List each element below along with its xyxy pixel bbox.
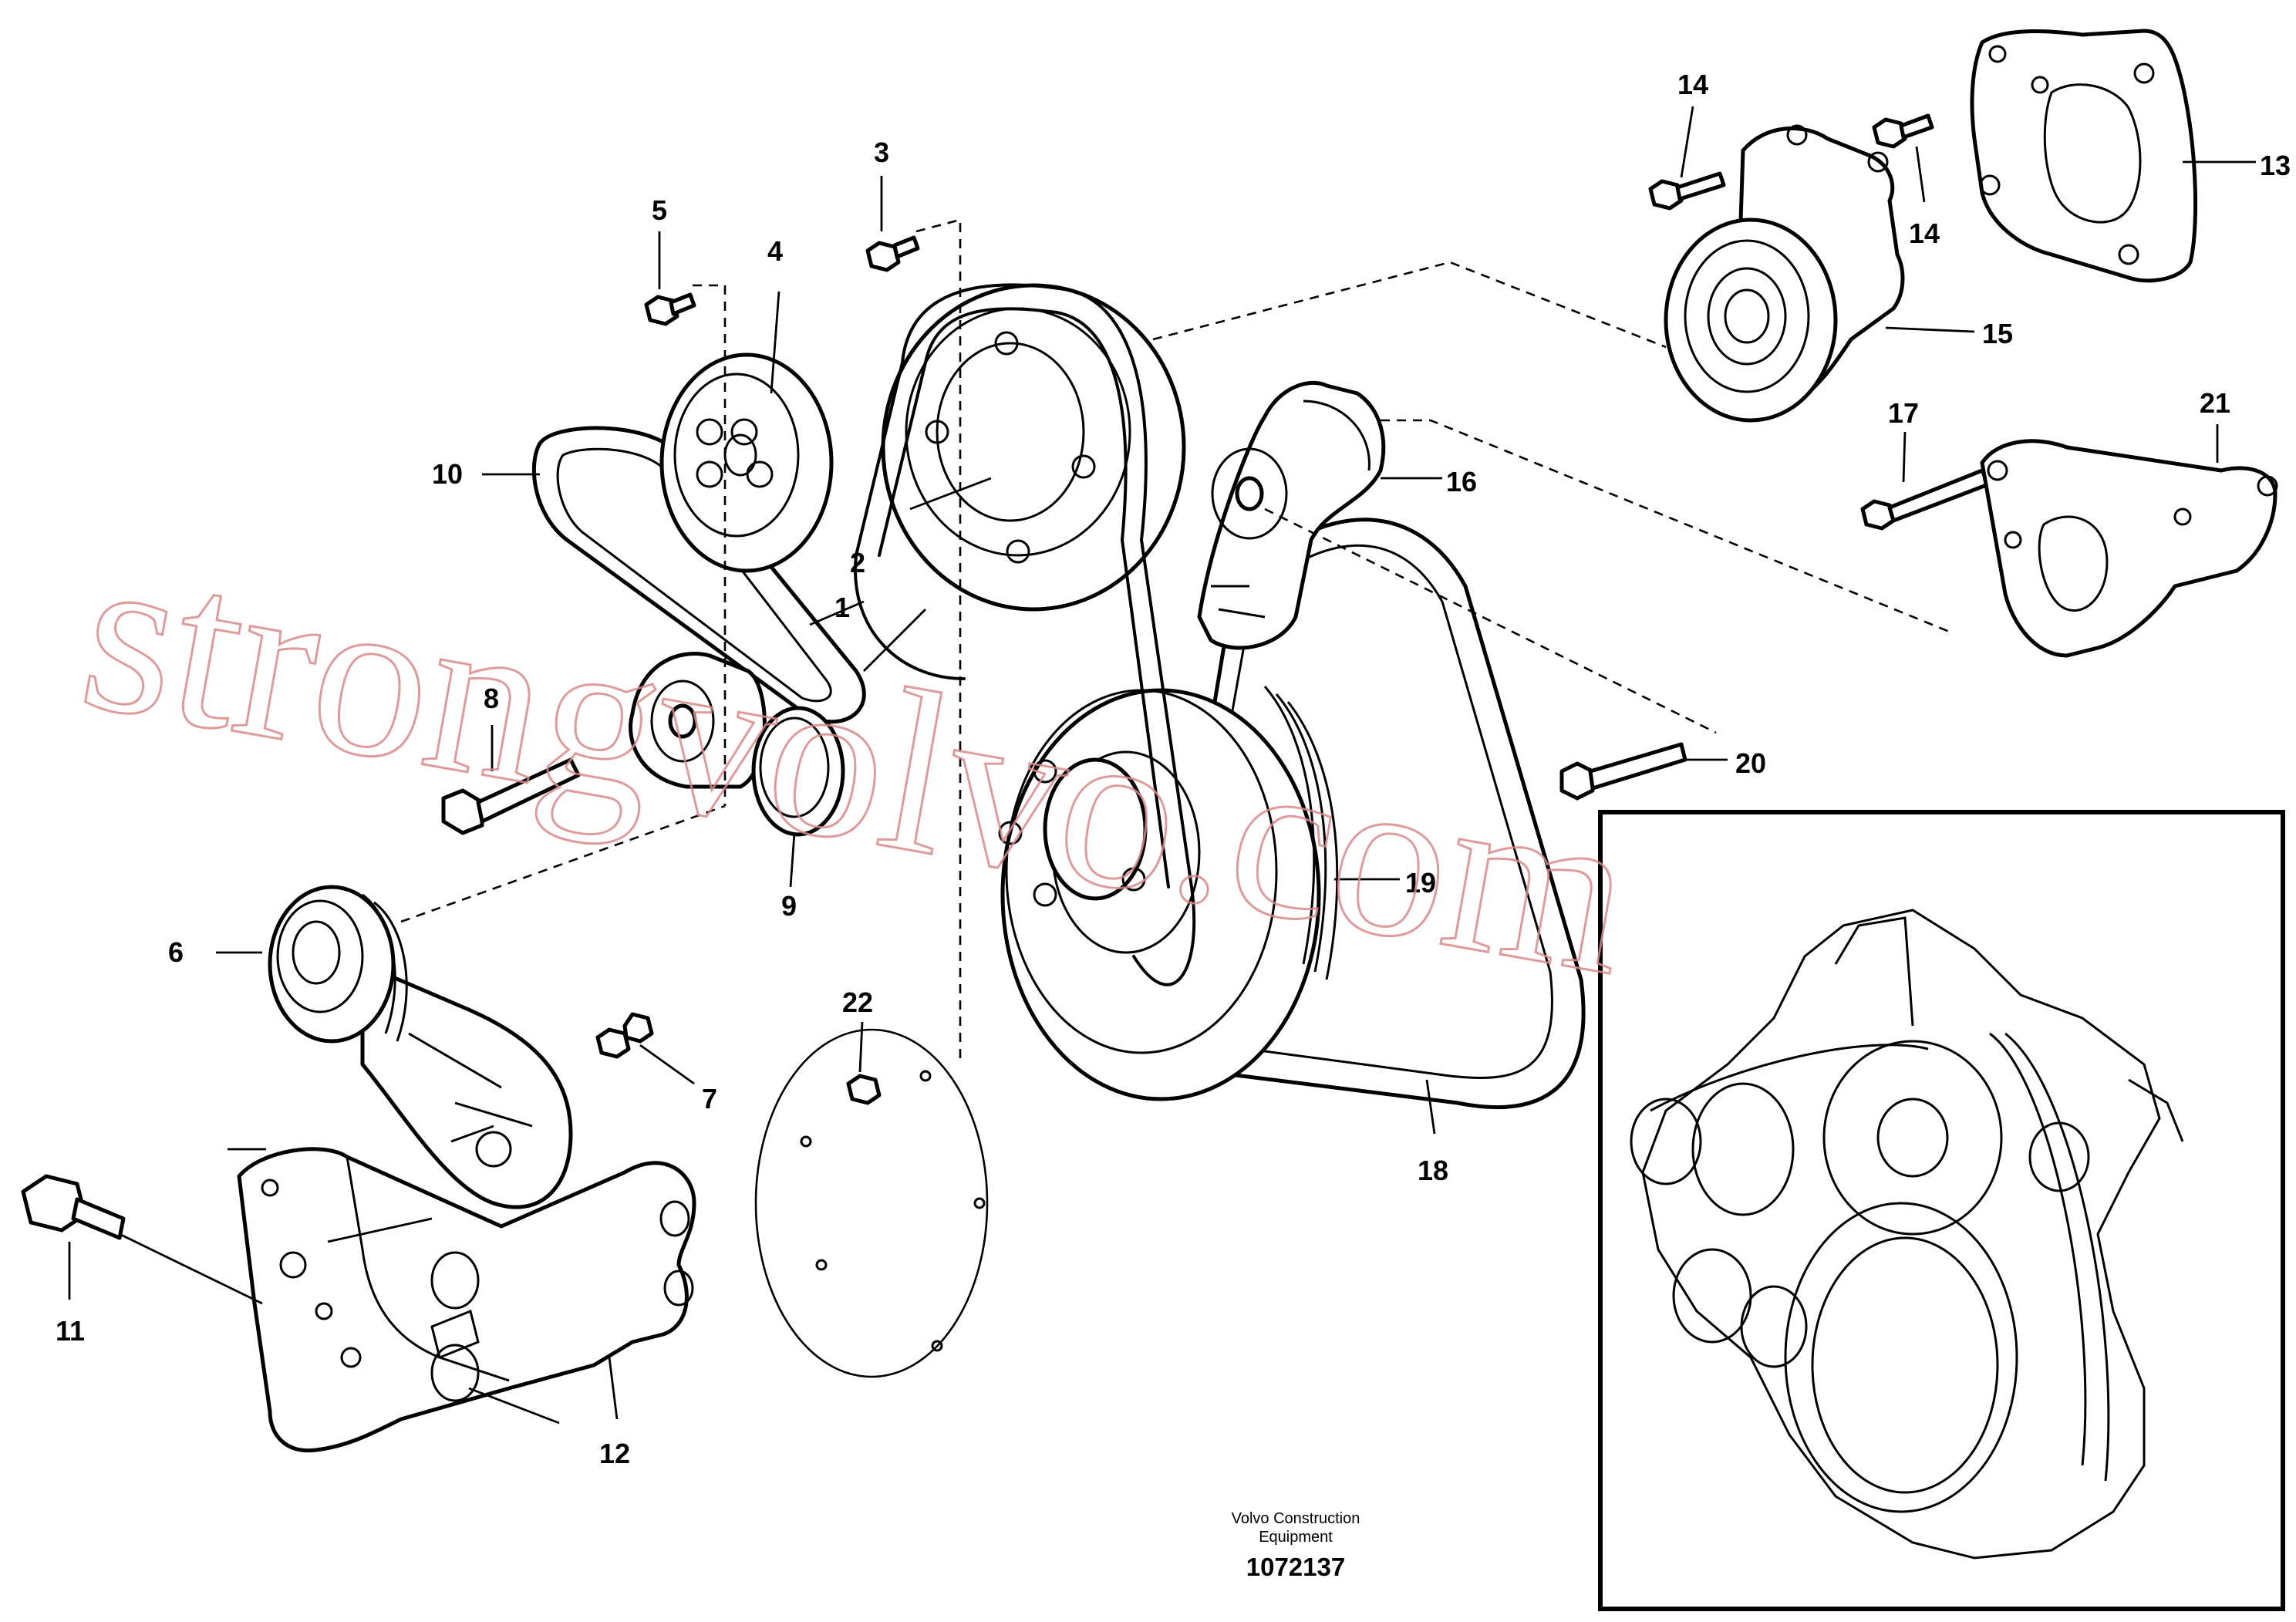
- label-part-17: 17: [1888, 397, 1919, 429]
- leader-lines: [68, 106, 2256, 1425]
- label-part-5: 5: [652, 194, 667, 226]
- alignment-lines: [400, 218, 1952, 1061]
- belt-10: [531, 426, 866, 724]
- label-part-2: 2: [850, 547, 865, 578]
- label-part-16: 16: [1446, 466, 1477, 497]
- label-part-22: 22: [842, 986, 873, 1018]
- label-part-19: 19: [1405, 867, 1436, 899]
- label-part-1: 1: [834, 592, 850, 623]
- footer-company-line1: Volvo Construction: [1232, 1510, 1360, 1527]
- bracket-21: [1980, 439, 2278, 658]
- bolt-7: [595, 1012, 654, 1059]
- label-part-3: 3: [874, 137, 889, 168]
- fan-hub-15: [1664, 124, 1905, 423]
- label-part-4: 4: [767, 235, 783, 267]
- label-part-21: 21: [2200, 387, 2230, 419]
- label-part-7: 7: [702, 1083, 717, 1114]
- footer-company-line2: Equipment: [1259, 1529, 1333, 1546]
- pulley-6-arm: [268, 885, 573, 1209]
- bolt-14-right: [1872, 113, 1934, 149]
- label-part-12: 12: [599, 1438, 630, 1469]
- label-part-6: 6: [168, 936, 184, 968]
- label-part-20: 20: [1735, 747, 1766, 779]
- label-part-9: 9: [781, 890, 797, 922]
- bolt-11: [21, 1174, 126, 1240]
- bolt-14-left: [1648, 171, 1726, 211]
- bolt-3: [865, 235, 920, 272]
- label-part-10: 10: [432, 458, 463, 490]
- footer-drawing-number: 1072137: [1246, 1553, 1345, 1581]
- label-part-13: 13: [2260, 150, 2291, 181]
- pulley-2: [881, 283, 1186, 612]
- belt-19: [854, 283, 1196, 986]
- bolt-5: [644, 292, 696, 326]
- bolt-17: [1860, 468, 1991, 531]
- tensioner-16: [1197, 380, 1386, 650]
- label-part-11: 11: [56, 1315, 85, 1347]
- pulley-1-damper: [998, 686, 1339, 1101]
- label-part-14a: 14: [1677, 69, 1708, 100]
- cover-plate-22: [754, 1028, 989, 1378]
- label-part-14b: 14: [1909, 218, 1940, 249]
- idler-pulley-9: [751, 706, 845, 837]
- bolt-20: [1559, 742, 1687, 801]
- footer: Volvo Construction Equipment 1072137: [1232, 1510, 1360, 1581]
- pulley-4: [659, 352, 834, 573]
- bolt-8: [441, 757, 581, 835]
- bracket-12: [237, 1147, 696, 1453]
- part-labels: 1 2 3 4 5 6 7 8 9 10 11 12 13 14 14 15 1…: [56, 69, 2291, 1469]
- label-part-15: 15: [1982, 318, 2013, 349]
- assembly-inset: [1598, 810, 2285, 1611]
- label-part-8: 8: [484, 683, 499, 714]
- label-part-18: 18: [1418, 1155, 1448, 1186]
- bracket-13: [1970, 29, 2198, 283]
